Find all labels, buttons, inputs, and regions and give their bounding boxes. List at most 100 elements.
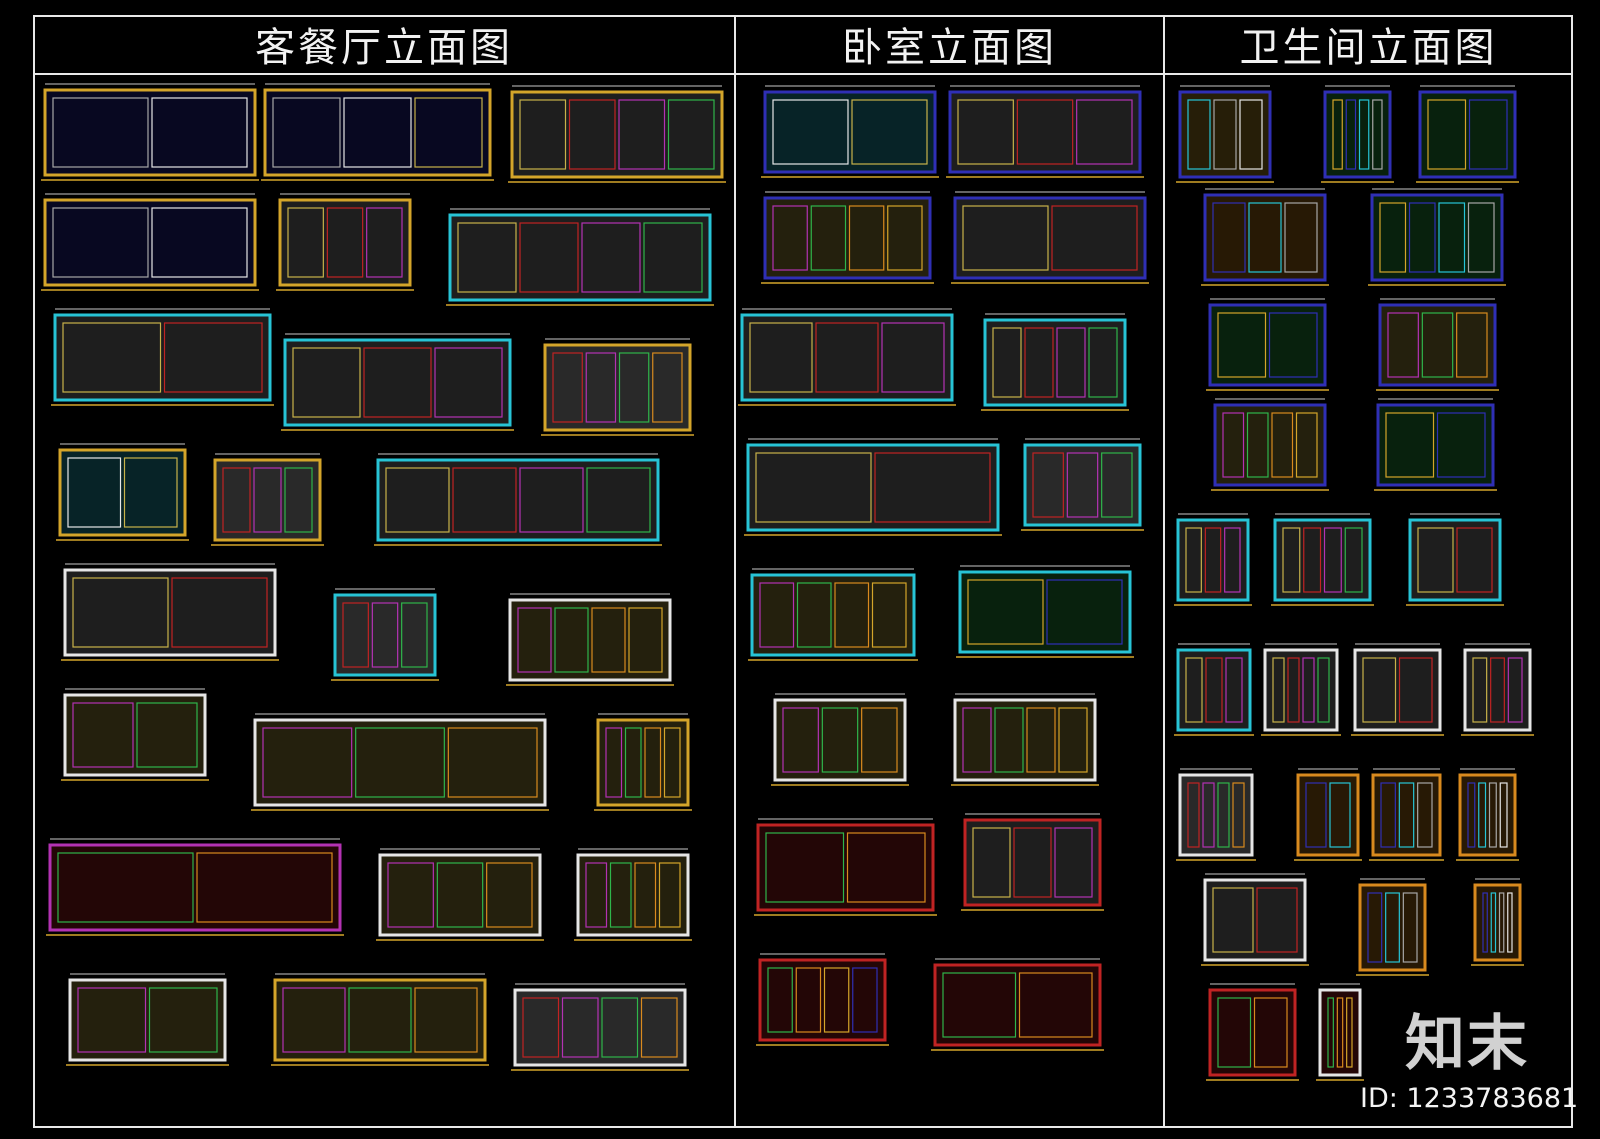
elevation-drawing <box>446 208 714 306</box>
elevation-panel <box>1239 99 1263 170</box>
elevation-panel <box>861 707 898 773</box>
elevation-panel <box>667 99 715 170</box>
elevation-panel <box>1490 657 1505 723</box>
elevation-frame <box>68 978 227 1062</box>
elevation-drawing <box>951 191 1149 284</box>
elevation-panel <box>994 707 1024 773</box>
elevation-panel <box>887 205 923 271</box>
elevation-panel <box>942 972 1017 1038</box>
elevation-drawing <box>506 593 674 686</box>
elevation-panel <box>67 457 122 528</box>
elevation-frame <box>1273 518 1372 602</box>
elevation-panel <box>992 327 1022 398</box>
elevation-drawing <box>1206 983 1299 1081</box>
elevation-panel <box>1499 782 1508 848</box>
elevation-panel <box>767 967 793 1033</box>
elevation-panel <box>1295 412 1318 478</box>
elevation-panel <box>1054 827 1093 898</box>
elevation-frame <box>1370 193 1504 282</box>
elevation-panel <box>151 207 248 278</box>
elevation-panel <box>1224 527 1241 593</box>
elevation-panel <box>253 467 282 533</box>
elevation-panel <box>1217 997 1252 1068</box>
elevation-drawing <box>1271 513 1374 606</box>
elevation-panel <box>1253 997 1288 1068</box>
elevation-frame <box>1263 648 1339 732</box>
elevation-frame <box>1378 303 1497 387</box>
elevation-panel <box>1246 412 1269 478</box>
elevation-panel <box>401 602 428 668</box>
elevation-drawing <box>46 838 344 936</box>
elevation-panel <box>881 322 945 393</box>
elevation-drawing <box>1294 768 1362 861</box>
elevation-frame <box>1358 883 1427 972</box>
elevation-panel <box>371 602 399 668</box>
elevation-panel <box>765 832 845 903</box>
elevation-drawing <box>66 973 229 1066</box>
elevation-frame <box>48 843 342 932</box>
elevation-panel <box>284 467 313 533</box>
elevation-panel <box>385 467 450 533</box>
elevation-panel <box>282 987 346 1053</box>
elevation-drawing <box>771 693 909 786</box>
elevation-panel <box>348 987 412 1053</box>
elevation-panel <box>1467 782 1476 848</box>
elevation-panel <box>634 862 657 928</box>
elevation-drawing <box>1456 768 1519 861</box>
elevation-frame <box>1178 773 1254 857</box>
elevation-frame <box>213 458 322 542</box>
elevation-panel <box>823 967 850 1033</box>
elevation-drawing <box>1211 398 1329 491</box>
elevation-panel <box>1272 657 1285 723</box>
elevation-drawing <box>41 83 259 181</box>
elevation-panel <box>1385 412 1435 478</box>
elevation-drawing <box>281 333 514 431</box>
elevation-frame <box>1176 648 1252 732</box>
elevation-panel <box>1362 657 1397 723</box>
elevation-panel <box>1088 327 1118 398</box>
elevation-frame <box>746 443 1000 532</box>
elevation-panel <box>1398 782 1415 848</box>
elevation-panel <box>834 582 870 648</box>
elevation-panel <box>1076 99 1133 165</box>
elevation-drawing <box>956 565 1134 658</box>
elevation-drawing <box>931 958 1104 1051</box>
elevation-panel <box>1402 892 1418 963</box>
elevation-panel <box>519 467 584 533</box>
elevation-panel <box>1472 657 1488 723</box>
elevation-drawing <box>1471 878 1524 966</box>
elevation-panel <box>1482 892 1488 953</box>
elevation-frame <box>773 698 907 782</box>
elevation-panel <box>652 352 683 423</box>
section-title-living-dining: 客餐厅立面图 <box>33 15 735 75</box>
elevation-panel <box>624 727 642 798</box>
elevation-drawing <box>1174 513 1252 606</box>
elevation-panel <box>1438 202 1466 273</box>
elevation-drawing <box>1369 768 1444 861</box>
elevation-drawing <box>946 85 1144 178</box>
elevation-drawing <box>1351 643 1444 736</box>
elevation-frame <box>1178 90 1272 179</box>
elevation-panel <box>452 467 517 533</box>
elevation-panel <box>871 582 907 648</box>
elevation-drawing <box>1201 188 1329 286</box>
elevation-panel <box>561 997 599 1058</box>
elevation-panel <box>605 727 623 798</box>
elevation-panel <box>663 727 681 798</box>
elevation-frame <box>763 196 932 280</box>
elevation-panel <box>967 579 1044 645</box>
elevation-drawing <box>961 813 1104 911</box>
elevation-panel <box>874 452 991 523</box>
elevation-panel <box>1256 887 1298 953</box>
elevation-panel <box>151 97 248 168</box>
elevation-drawing <box>1201 873 1309 966</box>
elevation-frame <box>1208 303 1327 387</box>
elevation-panel <box>62 322 162 393</box>
elevation-drawing <box>51 308 274 406</box>
elevation-frame <box>253 718 547 807</box>
elevation-panel <box>1385 892 1400 963</box>
elevation-panel <box>1232 782 1245 848</box>
elevation-frame <box>1208 988 1297 1077</box>
elevation-panel <box>772 99 849 165</box>
elevation-panel <box>123 457 178 528</box>
